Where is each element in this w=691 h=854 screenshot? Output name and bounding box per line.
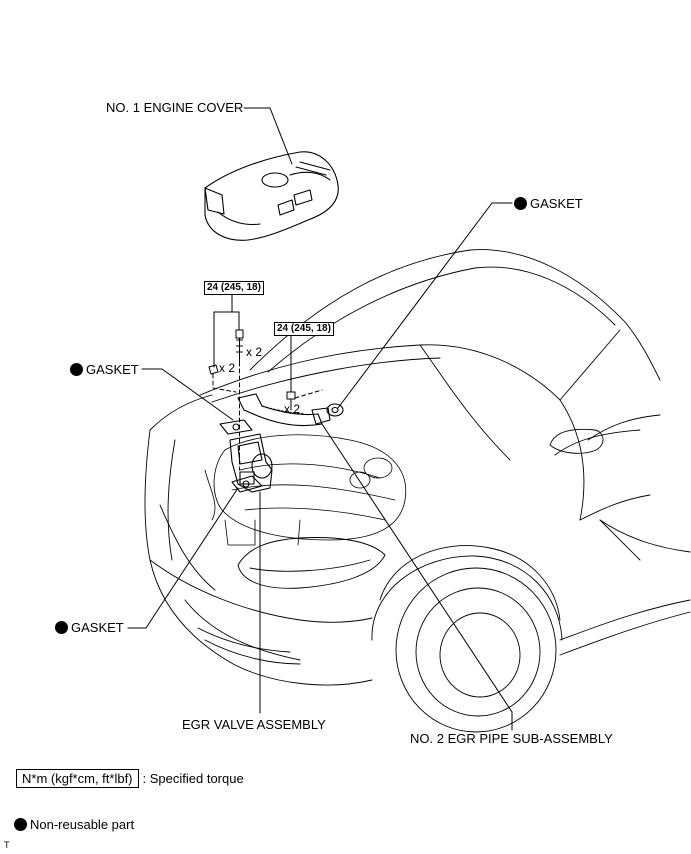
egr-pipe-sub-assembly-label: NO. 2 EGR PIPE SUB-ASSEMBLY [410, 731, 613, 746]
gasket-lower-label: GASKET [55, 620, 124, 635]
legend-nonreusable: Non-reusable part [14, 817, 134, 832]
corner-mark: T [4, 840, 10, 850]
vehicle-outline [144, 249, 691, 733]
legend-torque: N*m (kgf*cm, ft*lbf): Specified torque [16, 769, 244, 788]
gasket-egr-pipe-label: GASKET [514, 196, 583, 211]
gasket-egr-pipe-text: GASKET [530, 196, 583, 211]
engine-cover-label: NO. 1 ENGINE COVER [106, 100, 244, 115]
nut-quantity: x 2 [219, 361, 236, 375]
gasket-egr-valve-text: GASKET [86, 362, 139, 377]
fasteners [208, 329, 323, 471]
legend-torque-box: N*m (kgf*cm, ft*lbf) [16, 769, 139, 788]
non-reusable-icon [70, 363, 83, 376]
egr-valve-assembly-label: EGR VALVE ASSEMBLY [182, 717, 326, 732]
legend-torque-text: : Specified torque [142, 771, 244, 786]
legend-nonreusable-text: Non-reusable part [30, 817, 135, 832]
gasket-lower-text: GASKET [71, 620, 124, 635]
non-reusable-icon [14, 818, 27, 831]
torque-spec-left: 24 (245, 18) [204, 281, 264, 295]
gasket-egr-valve-label: GASKET [70, 362, 139, 377]
stud-bolt-quantity: x 2 [246, 345, 263, 359]
torque-spec-right: 24 (245, 18) [274, 322, 334, 336]
egr-valve-illustration [219, 419, 273, 493]
non-reusable-icon [55, 621, 68, 634]
leader-lines [127, 107, 513, 731]
non-reusable-icon [514, 197, 527, 210]
engine-cover-illustration [204, 151, 339, 241]
engine-block [204, 434, 407, 546]
pipe-bolt-quantity: x 2 [284, 402, 301, 416]
